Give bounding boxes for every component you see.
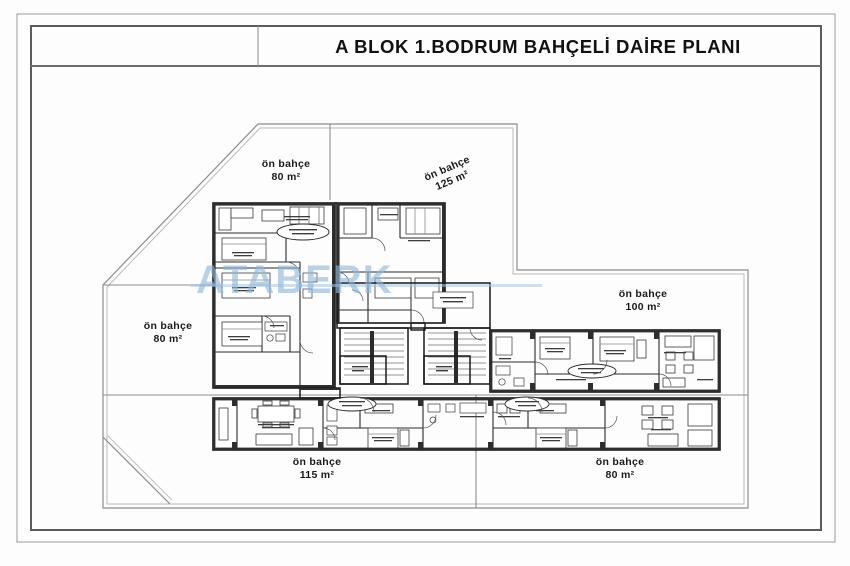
unit-block-northwest: [212, 202, 446, 389]
garden-label-text: ön bahçe: [618, 288, 668, 300]
parcel-outline: [102, 123, 749, 509]
garden-label-upper-left: ön bahçe 80 m²: [241, 158, 331, 185]
garden-label-right: ön bahçe 100 m²: [598, 288, 688, 315]
unit-stamp: [276, 223, 330, 241]
elevator-right: [423, 355, 471, 385]
garden-area-text: 80 m²: [271, 171, 301, 184]
garden-label-bottom-right: ön bahçe 80 m²: [575, 456, 665, 483]
garden-label-text: ön bahçe: [143, 320, 193, 332]
circulation-core: [336, 282, 491, 385]
garden-label-left: ön bahçe 80 m²: [126, 320, 210, 347]
sheet-outer-border: [16, 13, 836, 543]
parcel-chamfer: [102, 436, 171, 505]
connector-walls: [299, 202, 426, 399]
watermark-rule: [190, 284, 542, 287]
garden-area-text: 80 m²: [153, 333, 183, 346]
parcel-outline-inner: [106, 127, 745, 505]
garden-area-text: 100 m²: [625, 301, 661, 314]
garden-label-text: ön bahçe: [595, 456, 645, 468]
garden-label-bottom-left: ön bahçe 115 m²: [272, 456, 362, 483]
garden-area-text: 115 m²: [299, 469, 335, 482]
sheet-inner-border: [30, 25, 822, 531]
watermark-text: ATABERK: [196, 258, 393, 302]
garden-label-text: ön bahçe: [292, 456, 342, 468]
unit-block-south: [212, 396, 721, 451]
garden-label-text: ön bahçe: [261, 158, 311, 170]
unit-block-east: [489, 329, 721, 393]
garden-area-text: 80 m²: [605, 469, 635, 482]
elevator-left: [339, 355, 387, 385]
page-title: A BLOK 1.BODRUM BAHÇELİ DAİRE PLANI: [335, 36, 741, 57]
